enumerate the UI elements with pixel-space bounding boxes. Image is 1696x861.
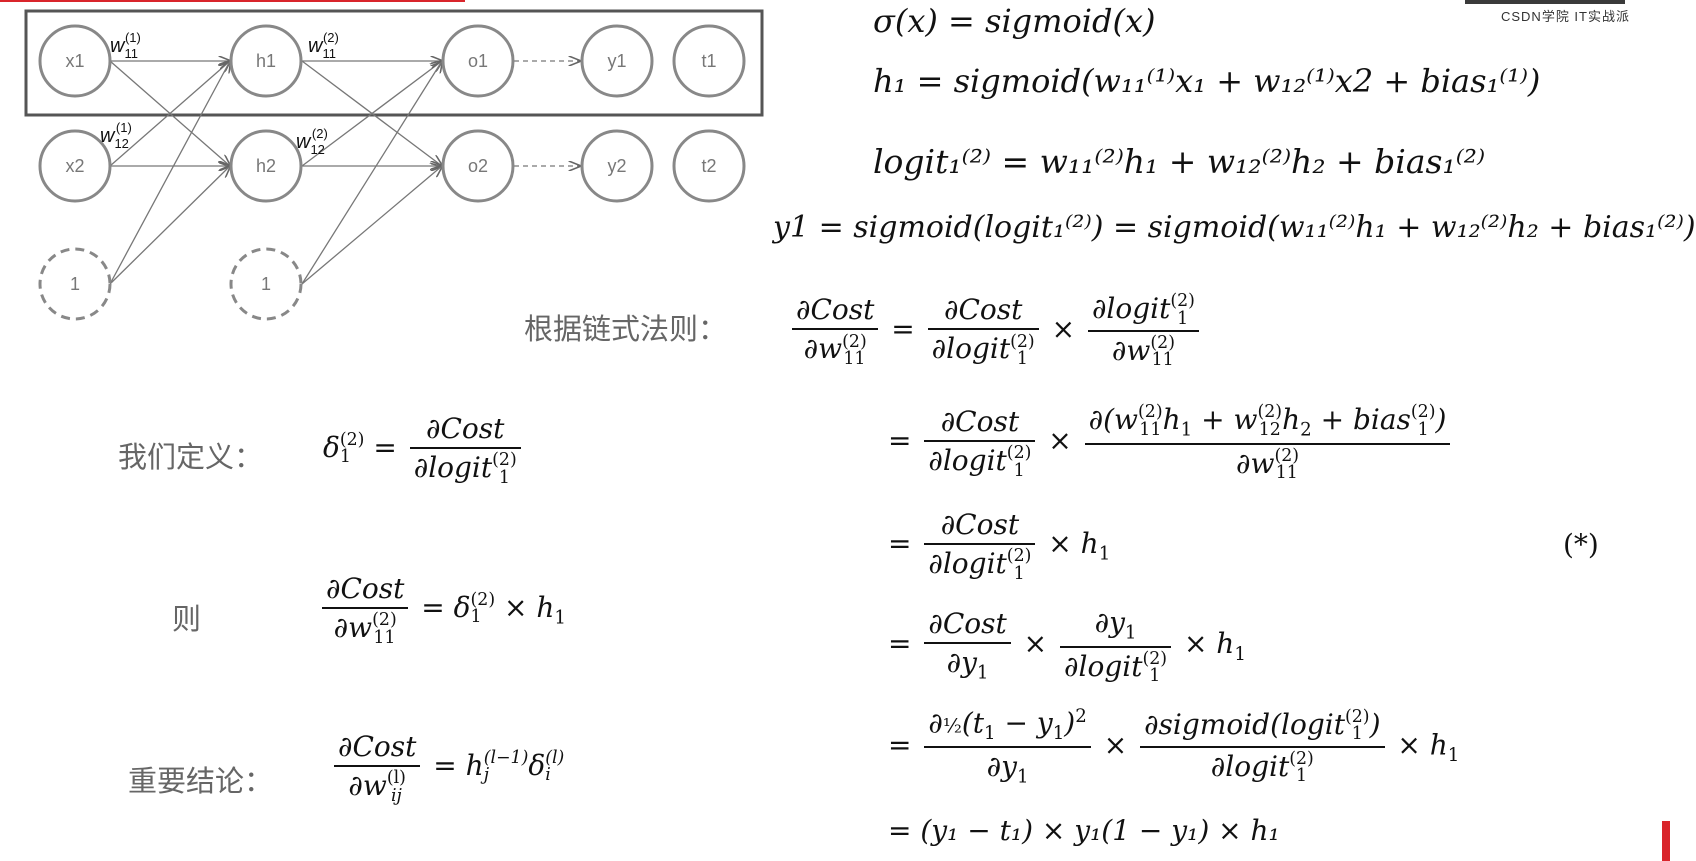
node-y1 [580,24,654,98]
edge-h2-o1 [301,61,442,167]
label-o1: o1 [468,51,488,71]
label-t1: t1 [701,51,716,71]
label-x1: x1 [65,51,84,71]
edge-b1-h1 [109,61,230,285]
label-y2: y2 [607,156,626,176]
label-define: 我们定义： [118,440,264,474]
edge-x2-h1 [109,61,230,167]
edge-b2-o2 [301,166,442,285]
brand-logo-bar [1465,0,1625,4]
node-x1 [38,24,112,98]
edge-b2-o1 [301,61,442,285]
weight-label-w12-2: w12(2) [296,126,328,157]
label-conclusion: 重要结论： [128,764,274,798]
label-h1: h1 [256,51,276,71]
label-bias-hidden: 1 [261,274,271,294]
corner-accent [1662,821,1670,861]
label-then: 则 [172,602,202,636]
node-bias-input [38,247,112,321]
derivation-line-4: = ∂Cost∂y1 × ∂y1∂logit(2)1 × h1 [888,606,1246,687]
neural-network-diagram: x1 x2 1 h1 h2 1 o1 o2 y1 y2 t1 t2 w11(1)… [24,9,764,321]
node-y2 [580,129,654,203]
formula-sigma: σ(x) = sigmoid(x) [873,2,1156,40]
derivation-line-3: = ∂Cost∂logit(2)1 × h1 [888,508,1111,584]
node-h1 [229,24,303,98]
node-bias-hidden [229,247,303,321]
node-t1 [672,24,746,98]
label-chain-rule: 根据链式法则： [524,312,728,346]
label-bias-input: 1 [70,274,80,294]
label-o2: o2 [468,156,488,176]
formula-y1: y1 = sigmoid(logit₁⁽²⁾) = sigmoid(w₁₁⁽²⁾… [773,210,1696,245]
derivation-line-5: = ∂½(t1 − y1)2∂y1 × ∂sigmoid(logit(2)1)∂… [888,706,1460,788]
brand-text: CSDN学院 IT实战派 [1500,9,1630,24]
node-h2 [229,129,303,203]
weight-label-w11-2: w11(2) [308,30,339,61]
node-o2 [441,129,515,203]
highlight-box [24,9,764,117]
derivation-line-1: ∂Cost∂w(2)11 = ∂Cost∂logit(2)1 × ∂logit(… [788,292,1203,370]
weight-label-w12-1: w12(1) [100,120,132,151]
top-accent-bar [0,0,465,2]
node-x2 [38,129,112,203]
formula-delta-definition: δ(2)1 = ∂Cost∂logit(2)1 [323,412,525,487]
node-t2 [672,129,746,203]
node-o1 [441,24,515,98]
label-t2: t2 [701,156,716,176]
edge-b1-h2 [109,166,230,285]
weight-label-w11-1: w11(1) [110,30,141,61]
derivation-line-6: = (y₁ − t₁) × y₁(1 − y₁) × h₁ [888,814,1280,847]
label-y1: y1 [607,51,626,71]
formula-logit: logit₁⁽²⁾ = w₁₁⁽²⁾h₁ + w₁₂⁽²⁾h₂ + bias₁⁽… [873,142,1486,181]
label-x2: x2 [65,156,84,176]
formula-h1: h₁ = sigmoid(w₁₁⁽¹⁾x₁ + w₁₂⁽¹⁾x2 + bias₁… [873,62,1541,100]
label-h2: h2 [256,156,276,176]
formula-then: ∂Cost∂w(2)11 = δ(2)1 × h1 [318,572,566,647]
equation-marker: (*) [1563,528,1599,561]
